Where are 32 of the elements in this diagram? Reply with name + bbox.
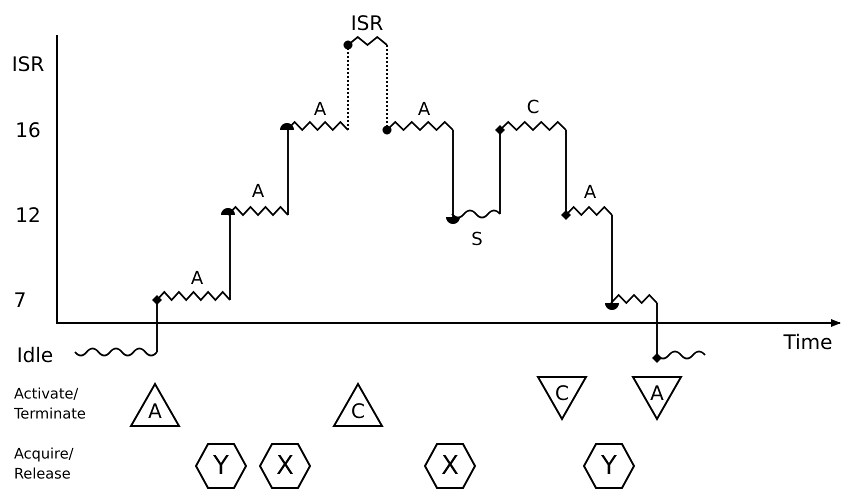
segment-label: A bbox=[314, 100, 326, 120]
segment-label: A bbox=[190, 269, 204, 289]
symbol-letter: Y bbox=[601, 453, 617, 479]
axis-level-label: 16 bbox=[15, 119, 41, 141]
symbol-letter: Y bbox=[213, 453, 229, 479]
segment-label: A bbox=[252, 182, 264, 202]
symbol-letter: A bbox=[148, 401, 162, 422]
symbol-letter: X bbox=[441, 453, 459, 479]
segment-label: S bbox=[471, 230, 483, 250]
terminate-triangle bbox=[537, 376, 587, 420]
activate-triangle bbox=[333, 383, 383, 427]
resource-hexagon bbox=[259, 443, 311, 489]
resource-hexagon bbox=[583, 443, 635, 489]
axis-level-label: 12 bbox=[15, 204, 41, 226]
segment-label: C bbox=[526, 98, 540, 118]
resource-hexagon bbox=[424, 443, 476, 489]
segment-label: A bbox=[584, 183, 596, 203]
resource-hexagon bbox=[195, 443, 247, 489]
axis-level-label: ISR bbox=[12, 53, 44, 75]
symbol-letter: C bbox=[351, 401, 365, 422]
level-label: ISR bbox=[350, 12, 384, 34]
activate-triangle bbox=[130, 383, 180, 427]
symbol-letter: C bbox=[555, 382, 569, 403]
row-label: Idle bbox=[16, 344, 54, 366]
row-label: Acquire/ Release bbox=[14, 445, 75, 484]
symbol-letter: X bbox=[276, 453, 294, 479]
axis-title: Time bbox=[784, 331, 832, 353]
row-label: Activate/ Terminate bbox=[14, 385, 87, 424]
segment-label: A bbox=[418, 100, 430, 120]
terminate-triangle bbox=[632, 376, 682, 420]
symbol-letter: A bbox=[650, 382, 664, 403]
axis-level-label: 7 bbox=[14, 289, 26, 311]
